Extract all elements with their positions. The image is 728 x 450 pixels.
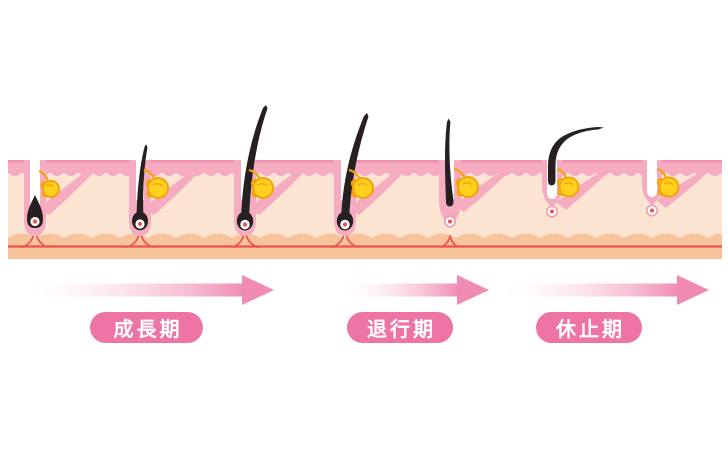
phase-label-resting: 休止期	[536, 312, 642, 343]
arrector-pili-muscle	[656, 169, 712, 208]
gland-highlight	[46, 184, 55, 188]
skin-surface-line	[8, 160, 722, 163]
phase-arrow-anagen	[26, 275, 274, 305]
hair-shaft	[341, 113, 369, 223]
sebaceous-gland	[42, 180, 60, 198]
sebaceous-gland	[658, 176, 680, 198]
gland-highlight	[663, 182, 674, 186]
dermal-papilla	[550, 209, 554, 214]
hair-follicle-stage-2-anagen	[129, 144, 202, 236]
dermal-papilla	[242, 222, 248, 227]
arrow-head	[457, 275, 489, 305]
gland-highlight	[357, 183, 368, 187]
hair-shaft	[241, 105, 268, 222]
phase-label-growth-text: 成長期	[113, 319, 183, 341]
gland-highlight	[257, 183, 268, 187]
arrow-shaft	[505, 283, 679, 297]
arrow-head	[677, 275, 709, 305]
dermal-papilla	[137, 221, 143, 227]
dermal-papilla	[32, 219, 38, 224]
sebaceous-duct	[38, 169, 50, 182]
arrector-pili-muscle	[144, 169, 202, 215]
dermal-papilla	[448, 219, 452, 224]
sebaceous-gland	[252, 177, 274, 199]
phase-arrow-telogen	[505, 275, 709, 305]
dermal-papilla	[342, 222, 348, 227]
hair-follicle-stage-7-empty	[642, 157, 712, 217]
arrector-pili-muscle	[39, 169, 97, 215]
sebaceous-gland	[558, 176, 580, 198]
sebaceous-duct	[556, 167, 568, 179]
arrector-pili-muscle	[454, 169, 512, 212]
hair-follicle-stage-5-catagen	[439, 118, 512, 229]
arrow-head	[242, 275, 274, 305]
dermal-papilla	[650, 208, 654, 213]
phase-label-growth: 成長期	[90, 312, 203, 343]
sebaceous-duct	[656, 167, 668, 179]
sebaceous-gland	[352, 177, 374, 199]
empty-follicle-canal	[647, 157, 657, 197]
hair-follicle-stage-3-full-anagen	[234, 105, 307, 236]
hair-follicle-stage-6-telogen	[542, 127, 612, 218]
arrow-shaft	[26, 283, 244, 297]
arrector-pili-muscle	[249, 169, 307, 215]
arrector-pili-muscle	[349, 169, 407, 215]
sebaceous-gland	[147, 177, 169, 199]
shedding-hair-shaft	[548, 127, 604, 186]
sebaceous-gland	[457, 176, 479, 198]
hair-follicle-stage-1-early-anagen	[24, 157, 97, 236]
hair-shaft	[136, 144, 148, 220]
gland-highlight	[462, 182, 473, 186]
arrector-pili-muscle	[556, 169, 612, 210]
arrow-shaft	[342, 283, 459, 297]
phase-arrow-catagen	[342, 275, 489, 305]
phase-label-resting-text: 休止期	[556, 319, 625, 341]
club-hair-shaft	[445, 118, 454, 207]
capillary	[440, 235, 460, 248]
phase-label-regression-text: 退行期	[367, 319, 436, 341]
hair-follicle-stage-4-late-anagen	[334, 113, 407, 236]
phase-label-regression: 退行期	[347, 312, 453, 343]
gland-highlight	[152, 183, 163, 187]
gland-highlight	[563, 182, 574, 186]
